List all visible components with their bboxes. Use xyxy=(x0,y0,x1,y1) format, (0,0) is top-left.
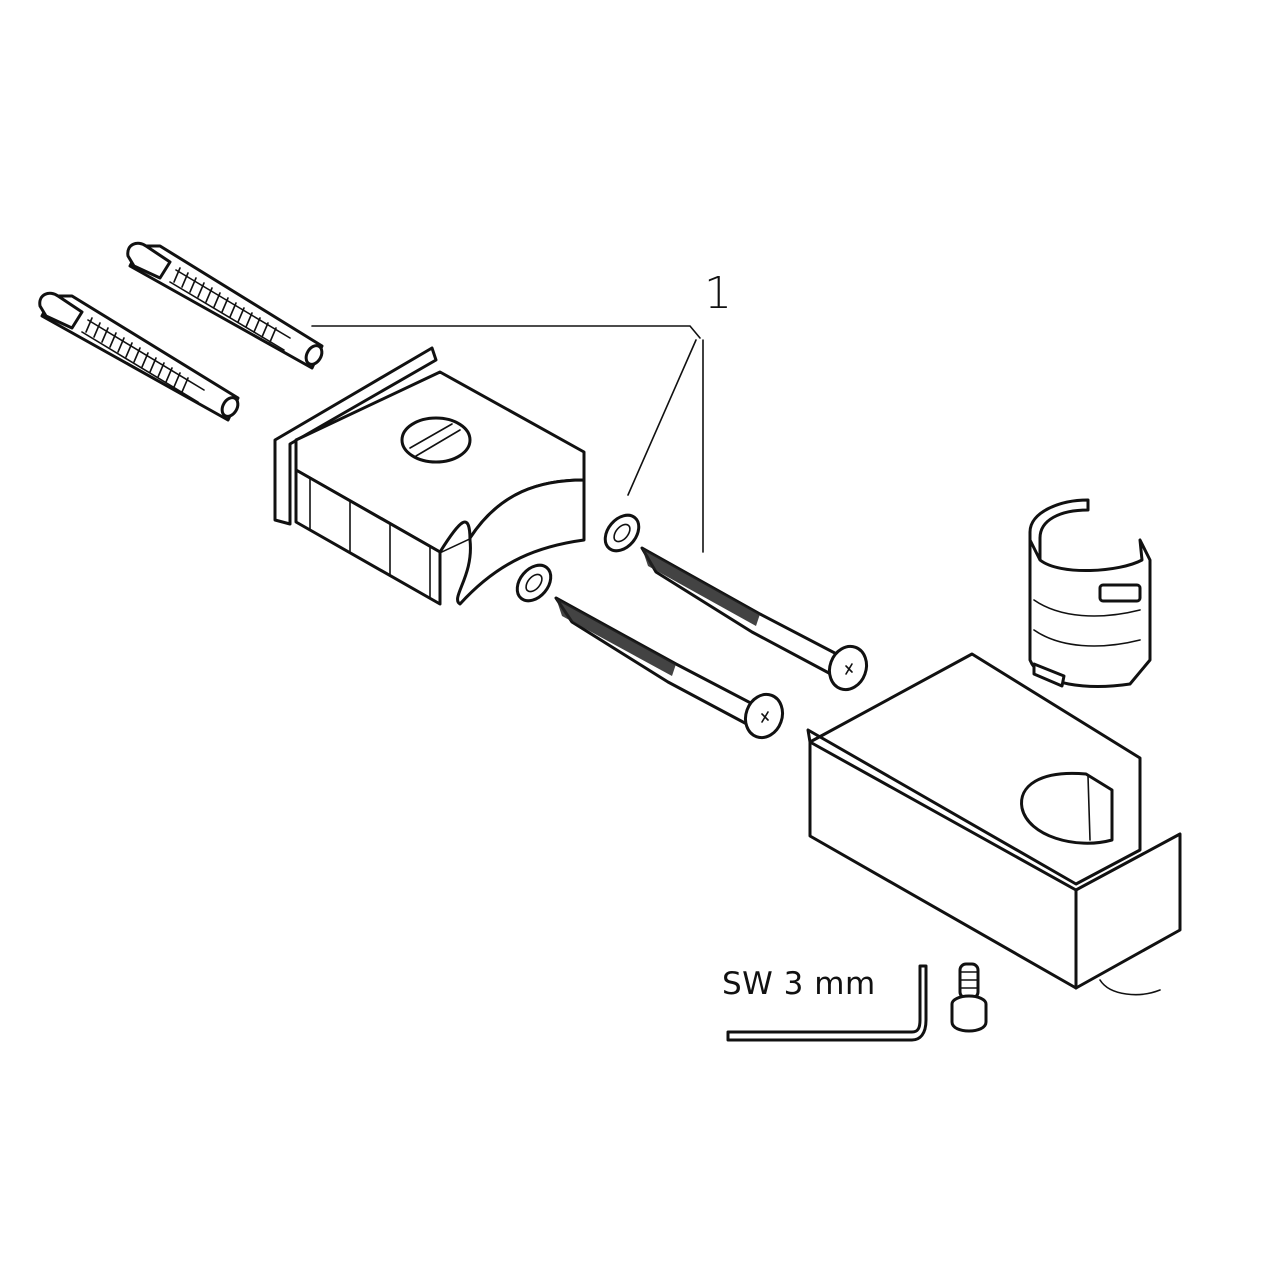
callout-leaders xyxy=(311,325,704,553)
mounting-bracket xyxy=(273,346,586,606)
wall-plug-lower xyxy=(38,291,240,422)
wall-plug-upper xyxy=(126,241,324,370)
set-screw xyxy=(950,962,988,1033)
wood-screw-lower xyxy=(554,596,785,740)
hex-key xyxy=(726,964,928,1042)
holder-insert xyxy=(1028,498,1152,688)
holder-body xyxy=(806,652,1182,996)
washer-upper xyxy=(603,513,641,553)
callout-number-1: 1 xyxy=(704,268,732,319)
washer-lower xyxy=(515,563,553,603)
hex-key-size-label: SW 3 mm xyxy=(722,966,876,1002)
wood-screw-upper xyxy=(640,546,869,692)
